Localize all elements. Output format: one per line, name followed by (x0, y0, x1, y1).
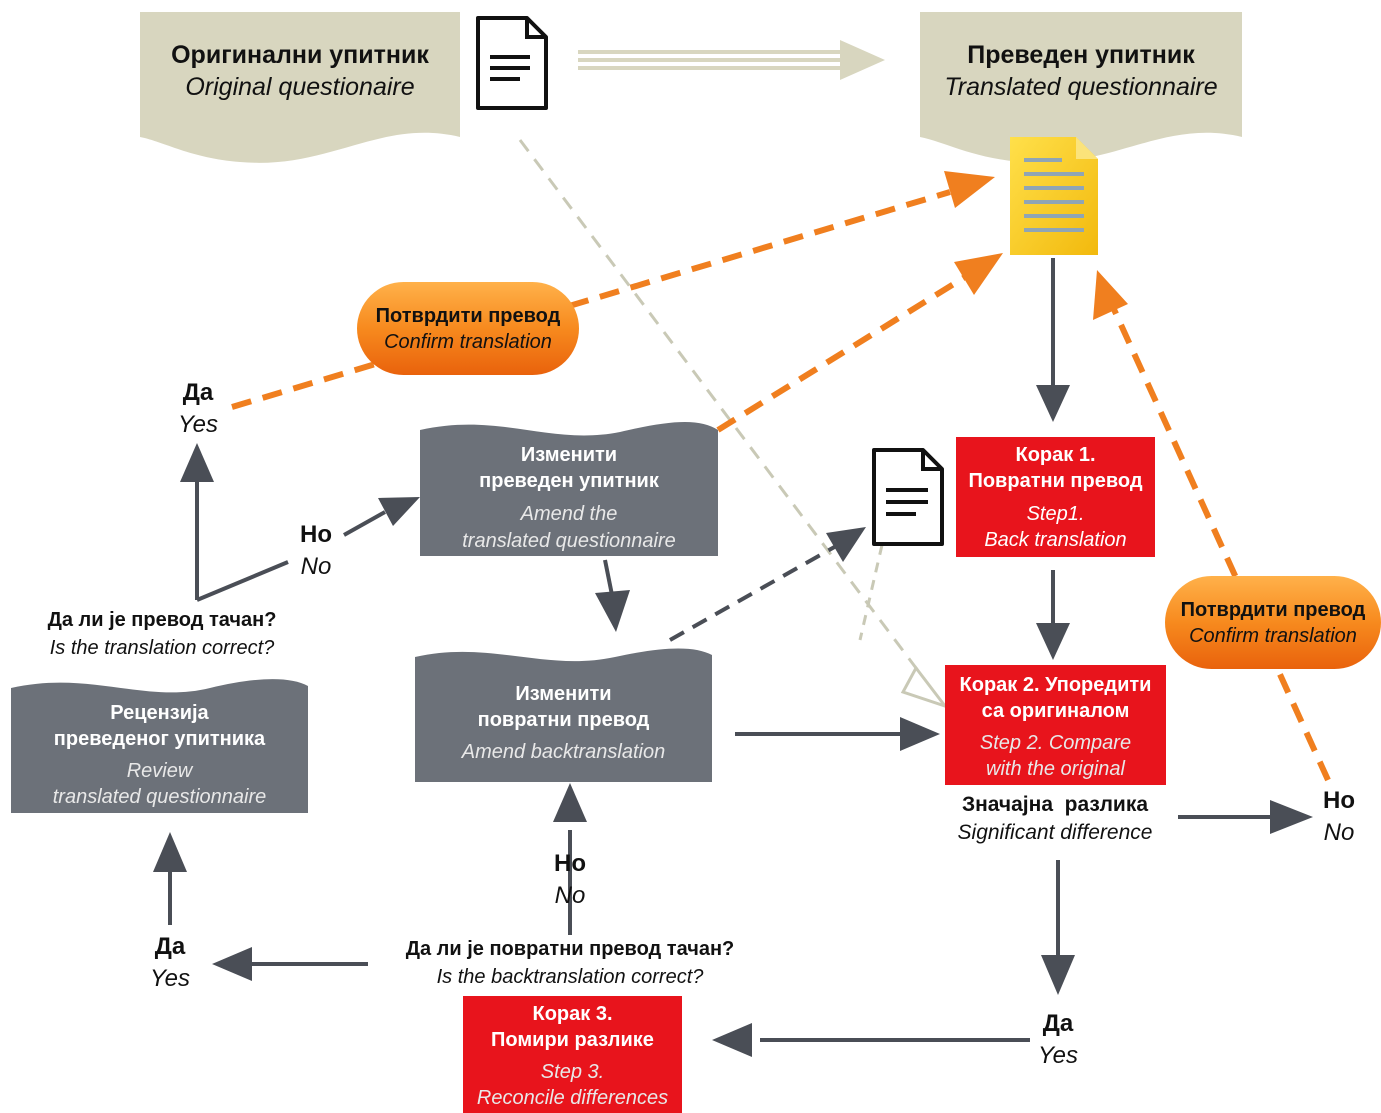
review-en-1: Review (126, 760, 193, 782)
no-mid-left-en: No (300, 553, 332, 580)
step2-title-sr-2: са оригиналом (981, 700, 1130, 722)
yes-top-left-sr: Да (182, 379, 214, 406)
amend-translated-box (420, 421, 718, 556)
amend-translated-sr-1: Изменити (520, 444, 618, 466)
step3-title-sr-2: Помири разлике (491, 1029, 654, 1051)
amend-back-sr-1: Изменити (515, 683, 612, 705)
yes-top-left-en: Yes (177, 411, 219, 438)
transfer-arrow (578, 40, 885, 80)
original-questionnaire-banner (140, 12, 460, 163)
flow-arrow-heads (153, 385, 1313, 1057)
confirm-right-sr: Потврдити превод (1180, 599, 1366, 621)
step1-title-en-2: Back translation (984, 529, 1127, 551)
amend-back-en-1: Amend backtranslation (461, 741, 666, 763)
yes-bottom-left-en: Yes (149, 965, 191, 992)
no-right-en: No (1323, 819, 1355, 846)
hollow-arrow-head (900, 665, 950, 709)
question-translation-sr: Да ли је превод тачан? (47, 609, 277, 631)
amend-translated-en-2: translated questionnaire (462, 530, 676, 552)
confirm-right-en: Confirm translation (1189, 625, 1357, 647)
review-sr-1: Рецензија (110, 702, 209, 724)
original-questionnaire-title-en: Original questionaire (185, 73, 415, 101)
step1-title-sr-1: Корак 1. (1015, 444, 1096, 466)
step2-title-en-1: Step 2. Compare (979, 732, 1132, 754)
yes-bottom-right-sr: Да (1042, 1010, 1074, 1037)
translated-questionnaire-title-sr: Преведен упитник (967, 41, 1195, 69)
yes-bottom-right-en: Yes (1037, 1042, 1079, 1069)
back-translation-document-icon (872, 448, 944, 546)
no-center-en: No (554, 882, 586, 909)
original-document-icon (476, 16, 548, 110)
translated-document-icon (1010, 137, 1098, 255)
step2-title-en-2: with the original (986, 758, 1125, 780)
step1-box (956, 437, 1155, 557)
step3-title-en-2: Reconcile differences (476, 1087, 669, 1109)
review-sr-2: преведеног упитника (53, 728, 266, 750)
question-translation-en: Is the translation correct? (49, 637, 275, 659)
no-mid-left-sr: Но (300, 521, 332, 548)
significant-difference-sr: Значајна разлика (961, 793, 1149, 816)
confirm-top-sr: Потврдити превод (375, 305, 561, 327)
step2-title-sr-1: Корак 2. Упоредити (959, 674, 1152, 696)
step3-title-sr-1: Корак 3. (532, 1003, 613, 1025)
amend-back-sr-2: повратни превод (477, 709, 650, 731)
no-center-sr: Но (554, 850, 586, 877)
review-box (11, 679, 308, 813)
confirm-top-en: Confirm translation (384, 331, 552, 353)
question-backtranslation-sr: Да ли је повратни превод тачан? (405, 938, 735, 960)
translated-questionnaire-title-en: Translated questionnaire (944, 73, 1218, 101)
step3-box (463, 996, 682, 1113)
confirm-translation-pill-top (357, 282, 579, 375)
yes-bottom-left-sr: Да (154, 933, 186, 960)
flow-arrows (168, 258, 1270, 1042)
original-questionnaire-title-sr: Оригинални упитник (171, 41, 429, 69)
translated-questionnaire-banner (920, 12, 1242, 163)
significant-difference-en: Significant difference (957, 821, 1153, 844)
review-en-2: translated questionnaire (52, 786, 267, 808)
step2-box (945, 665, 1166, 785)
step1-title-en-1: Step1. (1026, 503, 1085, 525)
confirm-translation-pill-right (1165, 576, 1381, 669)
amend-translated-sr-2: преведен упитник (479, 470, 659, 492)
no-right-sr: Но (1323, 787, 1355, 814)
dashed-arrow-head (826, 527, 866, 562)
question-backtranslation-en: Is the backtranslation correct? (436, 966, 704, 988)
amend-translated-en-1: Amend the (520, 503, 618, 525)
dashed-arrow-to-back-doc (669, 543, 839, 642)
step1-title-sr-2: Повратни превод (968, 470, 1143, 492)
dashed-link-doc-to-compare (858, 544, 884, 641)
amend-backtranslation-box (415, 648, 712, 782)
orange-confirm-arrows (231, 171, 1331, 782)
step3-title-en-1: Step 3. (540, 1061, 605, 1083)
